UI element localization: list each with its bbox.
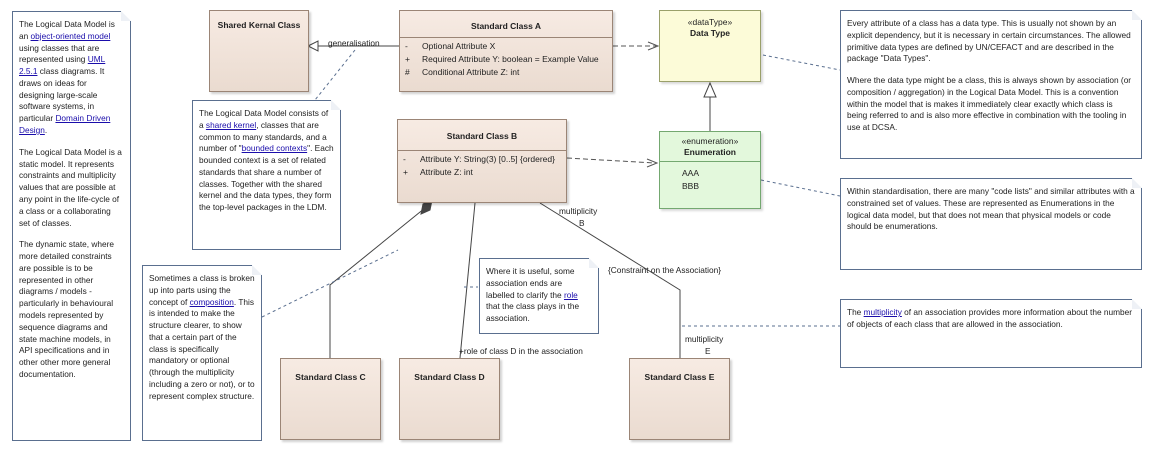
link-shared-kernel[interactable]: shared kernel — [205, 119, 257, 130]
note-shared-kernel: The Logical Data Model consists of a sha… — [192, 100, 341, 250]
class-standard-d[interactable]: Standard Class D — [399, 358, 500, 440]
link-composition[interactable]: composition — [189, 296, 234, 307]
note-composition: Sometimes a class is broken up into part… — [142, 265, 262, 441]
datatype-stereotype: «dataType» — [687, 17, 733, 27]
class-shared-kernel[interactable]: Shared Kernal Class — [209, 10, 309, 92]
note-multiplicity: The multiplicity of an association provi… — [840, 299, 1142, 368]
generalisation-enum-arrowhead — [703, 81, 717, 98]
note-role: Where it is useful, some association end… — [479, 258, 599, 334]
link-role[interactable]: role — [563, 289, 578, 300]
label-constraint: {Constraint on the Association} — [608, 265, 722, 275]
link-bounded-contexts[interactable]: bounded contexts — [241, 143, 308, 154]
dependency-b-arrowhead — [646, 158, 659, 168]
class-standard-c[interactable]: Standard Class C — [280, 358, 381, 440]
note-ldm-intro-p2: The Logical Data Model is a static model… — [19, 146, 122, 228]
class-shared-kernel-title: Shared Kernal Class — [217, 20, 301, 30]
class-a-attributes: -Optional Attribute X +Required Attribut… — [400, 38, 612, 78]
class-standard-a[interactable]: Standard Class A -Optional Attribute X +… — [399, 10, 613, 92]
note-anchor-enumeration — [760, 179, 841, 197]
link-domain-driven-design[interactable]: Domain Driven Design — [19, 113, 111, 136]
class-b-title: Standard Class B — [446, 131, 518, 141]
composition-line[interactable] — [329, 207, 426, 358]
class-b-attribute: +Attribute Z: int — [403, 166, 473, 177]
class-c-title: Standard Class C — [295, 372, 366, 382]
label-multiplicity-b-value: B — [579, 218, 585, 228]
note-anchor-shared-kernel — [314, 49, 356, 101]
enumeration-literal: BBB — [682, 181, 700, 192]
enumeration-literals: AAA BBB — [660, 162, 760, 193]
note-enumeration: Within standardisation, there are many "… — [840, 178, 1142, 270]
note-ldm-intro-p1: The Logical Data Model is an object-orie… — [19, 19, 115, 136]
class-b-attributes: -Attribute Y: String(3) [0..5] {ordered}… — [398, 151, 566, 179]
dependency-a-arrowhead — [647, 41, 660, 51]
class-b-divider — [398, 150, 566, 151]
note-data-type: Every attribute of a class has a data ty… — [840, 10, 1142, 159]
enumeration-stereotype: «enumeration» — [681, 136, 739, 146]
link-multiplicity[interactable]: multiplicity — [863, 307, 902, 317]
class-a-attribute: -Optional Attribute X — [405, 41, 496, 51]
note-ldm-intro: The Logical Data Model is an object-orie… — [12, 11, 131, 441]
datatype-box[interactable]: «dataType» Data Type — [659, 10, 761, 82]
class-a-attribute: +Required Attribute Y: boolean = Example… — [405, 53, 599, 64]
class-a-title: Standard Class A — [470, 21, 542, 31]
enumeration-box[interactable]: «enumeration» Enumeration AAA BBB — [659, 131, 761, 209]
class-d-title: Standard Class D — [414, 372, 485, 382]
class-standard-b[interactable]: Standard Class B -Attribute Y: String(3)… — [397, 119, 567, 203]
label-role-d: +role of class D in the association — [459, 346, 583, 356]
class-b-attribute: -Attribute Y: String(3) [0..5] {ordered} — [403, 154, 555, 164]
class-a-attribute: #Conditional Attribute Z: int — [405, 66, 520, 77]
class-e-title: Standard Class E — [644, 372, 715, 382]
note-anchor-composition — [261, 249, 399, 318]
datatype-name: Data Type — [690, 28, 730, 38]
link-uml[interactable]: UML 2.5.1 — [19, 54, 106, 77]
link-object-oriented-model[interactable]: object-oriented model — [30, 30, 111, 41]
label-multiplicity-e: multiplicity — [685, 334, 724, 344]
association-b-d[interactable] — [459, 202, 476, 359]
note-data-type-p1: Every attribute of a class has a data ty… — [847, 18, 1131, 64]
class-standard-e[interactable]: Standard Class E — [629, 358, 730, 440]
note-ldm-intro-p3: The dynamic state, where more detailed c… — [19, 239, 114, 379]
dependency-b-enumeration[interactable] — [566, 157, 656, 164]
enumeration-name: Enumeration — [684, 147, 736, 157]
label-multiplicity-b: multiplicity — [559, 206, 598, 216]
label-generalisation: generalisation — [328, 38, 380, 48]
class-a-divider — [400, 37, 612, 38]
note-data-type-p2: Where the data type might be a class, th… — [847, 75, 1132, 133]
label-multiplicity-e-value: E — [705, 346, 711, 356]
enumeration-divider — [660, 161, 760, 162]
note-anchor-datatype — [762, 54, 841, 71]
generalisation-arrowhead — [306, 40, 319, 52]
enumeration-literal: AAA — [682, 168, 700, 178]
